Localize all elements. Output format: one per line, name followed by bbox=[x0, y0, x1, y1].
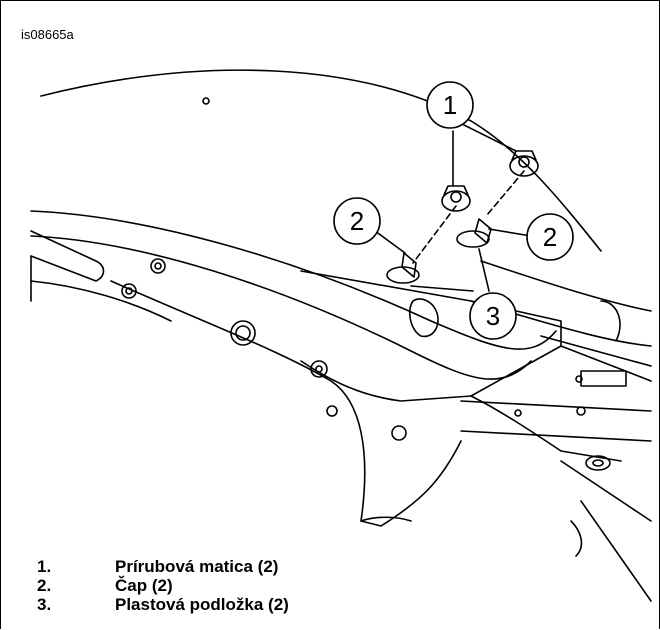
plate-slot bbox=[409, 298, 439, 338]
parts-legend: 1. Prírubová matica (2) 2. Čap (2) 3. Pl… bbox=[37, 557, 289, 614]
hole bbox=[150, 258, 166, 274]
callout-circle-3 bbox=[469, 292, 517, 340]
hole bbox=[326, 405, 338, 417]
legend-text: Prírubová matica (2) bbox=[115, 557, 279, 576]
frame-rail-left bbox=[30, 230, 105, 282]
lower-nut bbox=[585, 455, 611, 471]
flange-nut-left bbox=[441, 185, 471, 212]
fender-outline bbox=[40, 69, 602, 252]
legend-item: 3. Plastová podložka (2) bbox=[37, 595, 289, 614]
callout-circle-2-left bbox=[333, 197, 381, 245]
callout-3-label: 3 bbox=[486, 301, 500, 331]
legend-text: Plastová podložka (2) bbox=[115, 595, 289, 614]
stud-left bbox=[386, 252, 420, 284]
fender-inner-curve bbox=[30, 210, 557, 350]
stud-right bbox=[456, 218, 492, 248]
legend-text: Čap (2) bbox=[115, 576, 173, 595]
legend-number: 2. bbox=[37, 576, 52, 595]
legend-item: 2. Čap (2) bbox=[37, 576, 289, 595]
legend-number: 1. bbox=[37, 557, 52, 576]
figure-id: is08665a bbox=[21, 27, 74, 42]
callout-2-right-label: 2 bbox=[543, 222, 557, 252]
hole bbox=[121, 283, 137, 299]
legend-item: 1. Prírubová matica (2) bbox=[37, 557, 289, 576]
fender-skin-lower bbox=[110, 280, 462, 527]
callout-circle-2-right bbox=[526, 213, 574, 261]
hole bbox=[310, 360, 328, 378]
grommet bbox=[230, 320, 256, 346]
callout-1-label: 1 bbox=[443, 90, 457, 120]
frame-tube-upper bbox=[480, 260, 652, 312]
flange-nut-right bbox=[509, 150, 539, 177]
callout-2-left-label: 2 bbox=[350, 206, 364, 236]
callout-circle-1 bbox=[426, 81, 474, 129]
right-bracket bbox=[460, 400, 652, 412]
legend-number: 3. bbox=[37, 595, 52, 614]
mounting-plate bbox=[300, 270, 562, 402]
